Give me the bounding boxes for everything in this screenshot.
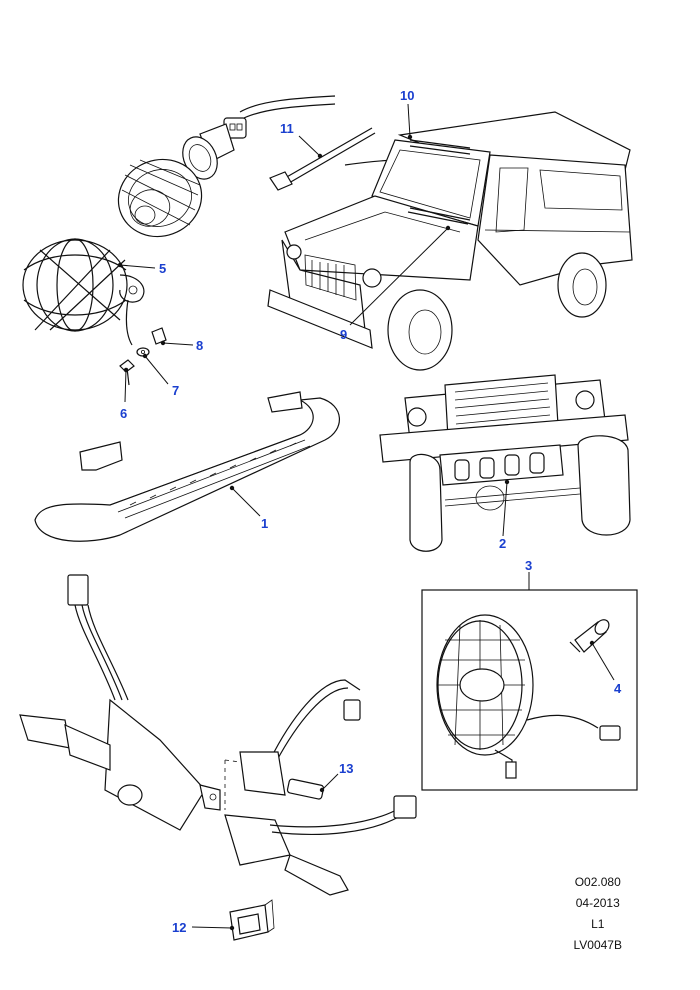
callout-10[interactable]: 10 xyxy=(400,88,414,103)
callout-12[interactable]: 12 xyxy=(172,920,186,935)
callout-9[interactable]: 9 xyxy=(340,327,347,342)
callout-1[interactable]: 1 xyxy=(261,516,268,531)
callout-13[interactable]: 13 xyxy=(339,761,353,776)
vehicle-front-illustration xyxy=(379,374,631,552)
callout-7[interactable]: 7 xyxy=(172,383,179,398)
drawing-info-block: O02.080 04-2013 L1 LV0047B xyxy=(574,872,623,956)
callout-5[interactable]: 5 xyxy=(159,261,166,276)
drawing-date: 04-2013 xyxy=(575,896,620,910)
rocker-switch-illustration xyxy=(229,899,275,941)
drawing-level: L1 xyxy=(591,917,605,931)
drawing-code: O02.080 xyxy=(574,875,621,889)
leader-lines xyxy=(117,103,615,931)
callout-11[interactable]: 11 xyxy=(280,121,294,136)
drawing-ref: LV0047B xyxy=(573,938,623,952)
vehicle-illustration xyxy=(267,111,633,371)
callout-4[interactable]: 4 xyxy=(614,681,622,696)
driving-lamp-box xyxy=(421,589,638,791)
lamp-bulb-holder-illustration xyxy=(117,95,336,238)
cable-tie-illustration xyxy=(269,127,376,191)
callout-6[interactable]: 6 xyxy=(120,406,127,421)
callouts: 10 11 5 8 7 6 9 1 2 3 4 13 12 xyxy=(120,88,622,935)
multi-switch-illustration xyxy=(224,679,417,896)
callout-8[interactable]: 8 xyxy=(196,338,203,353)
lamp-guard-illustration xyxy=(22,238,145,346)
side-step-illustration xyxy=(34,391,340,542)
callout-3[interactable]: 3 xyxy=(525,558,532,573)
column-switch-illustration xyxy=(19,574,241,831)
callout-2[interactable]: 2 xyxy=(499,536,506,551)
